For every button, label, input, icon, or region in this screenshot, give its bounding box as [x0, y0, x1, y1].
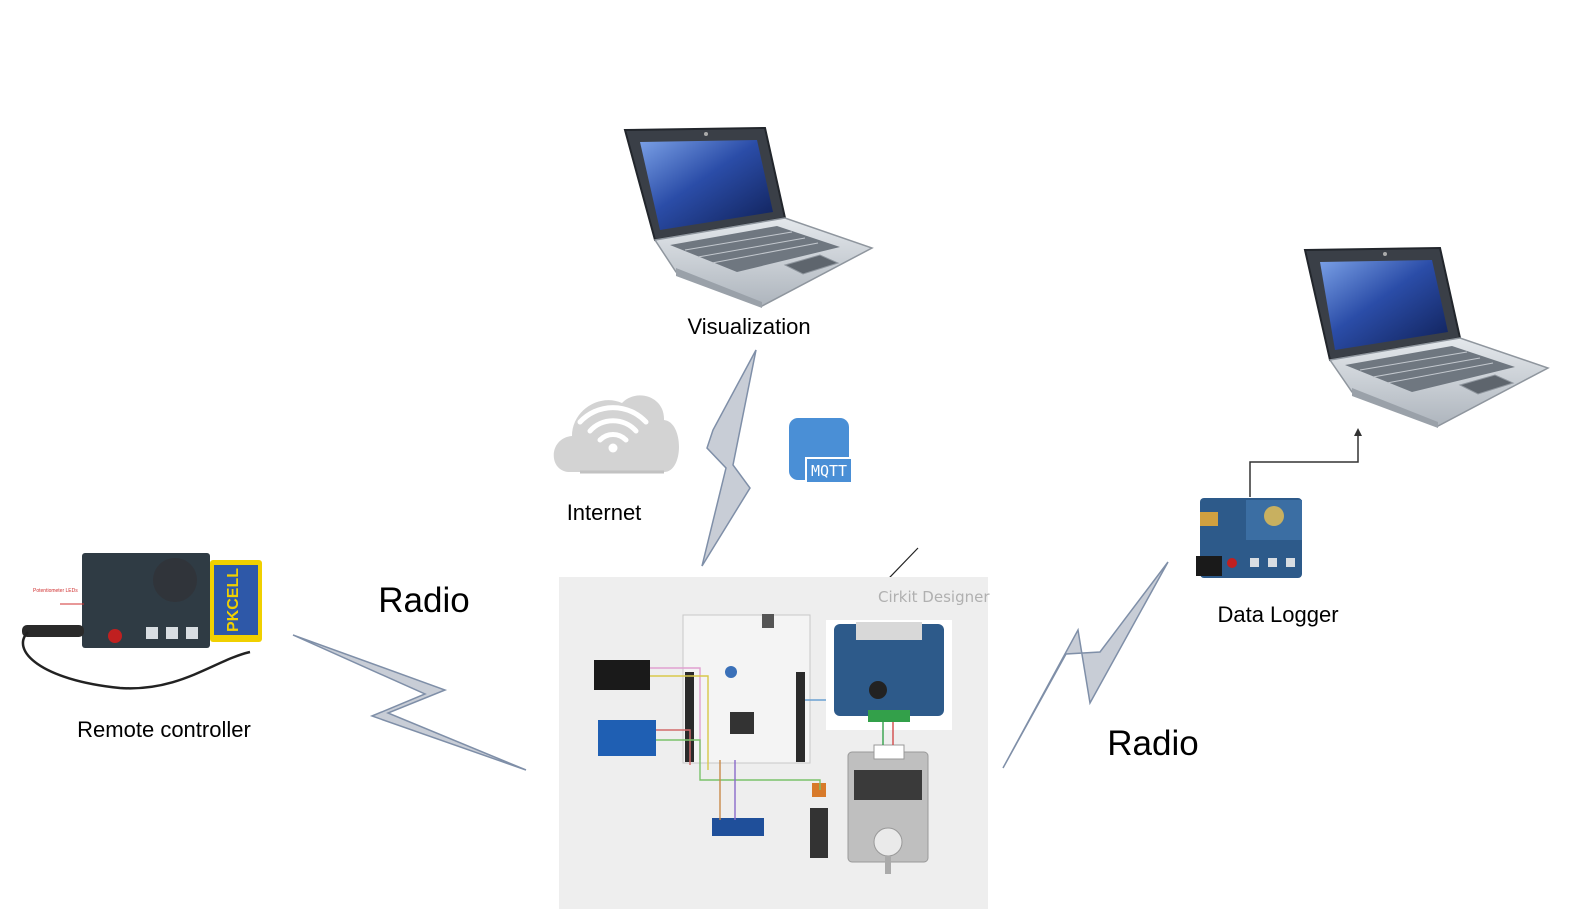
radio-right-label: Radio: [1107, 724, 1198, 763]
board-note: Potentiometer LEDs: [33, 588, 78, 594]
lightning-bolt-icon: [292, 634, 527, 771]
lightning-bolt-icon: [701, 349, 757, 567]
laptop-icon: [1303, 246, 1550, 428]
cloud-wifi-icon: [553, 395, 679, 474]
battery-brand: PKCELL: [225, 568, 242, 632]
remote-controller-label: Remote controller: [77, 717, 251, 742]
lightning-bolt-icon: [1002, 561, 1169, 769]
data-logger-label: Data Logger: [1217, 602, 1338, 627]
mqtt-icon: [789, 418, 853, 484]
internet-label: Internet: [567, 500, 642, 525]
mqtt-label: MQTT: [811, 462, 847, 480]
arrow-icon: [1249, 428, 1362, 497]
visualization-label: Visualization: [687, 314, 810, 339]
watermark: Cirkit Designer: [878, 588, 990, 606]
circuit-diagram: [559, 577, 988, 909]
laptop-icon: [623, 126, 874, 308]
remote-controller-board: [21, 553, 262, 690]
data-logger-board: [1196, 498, 1302, 578]
radio-left-label: Radio: [378, 581, 469, 620]
